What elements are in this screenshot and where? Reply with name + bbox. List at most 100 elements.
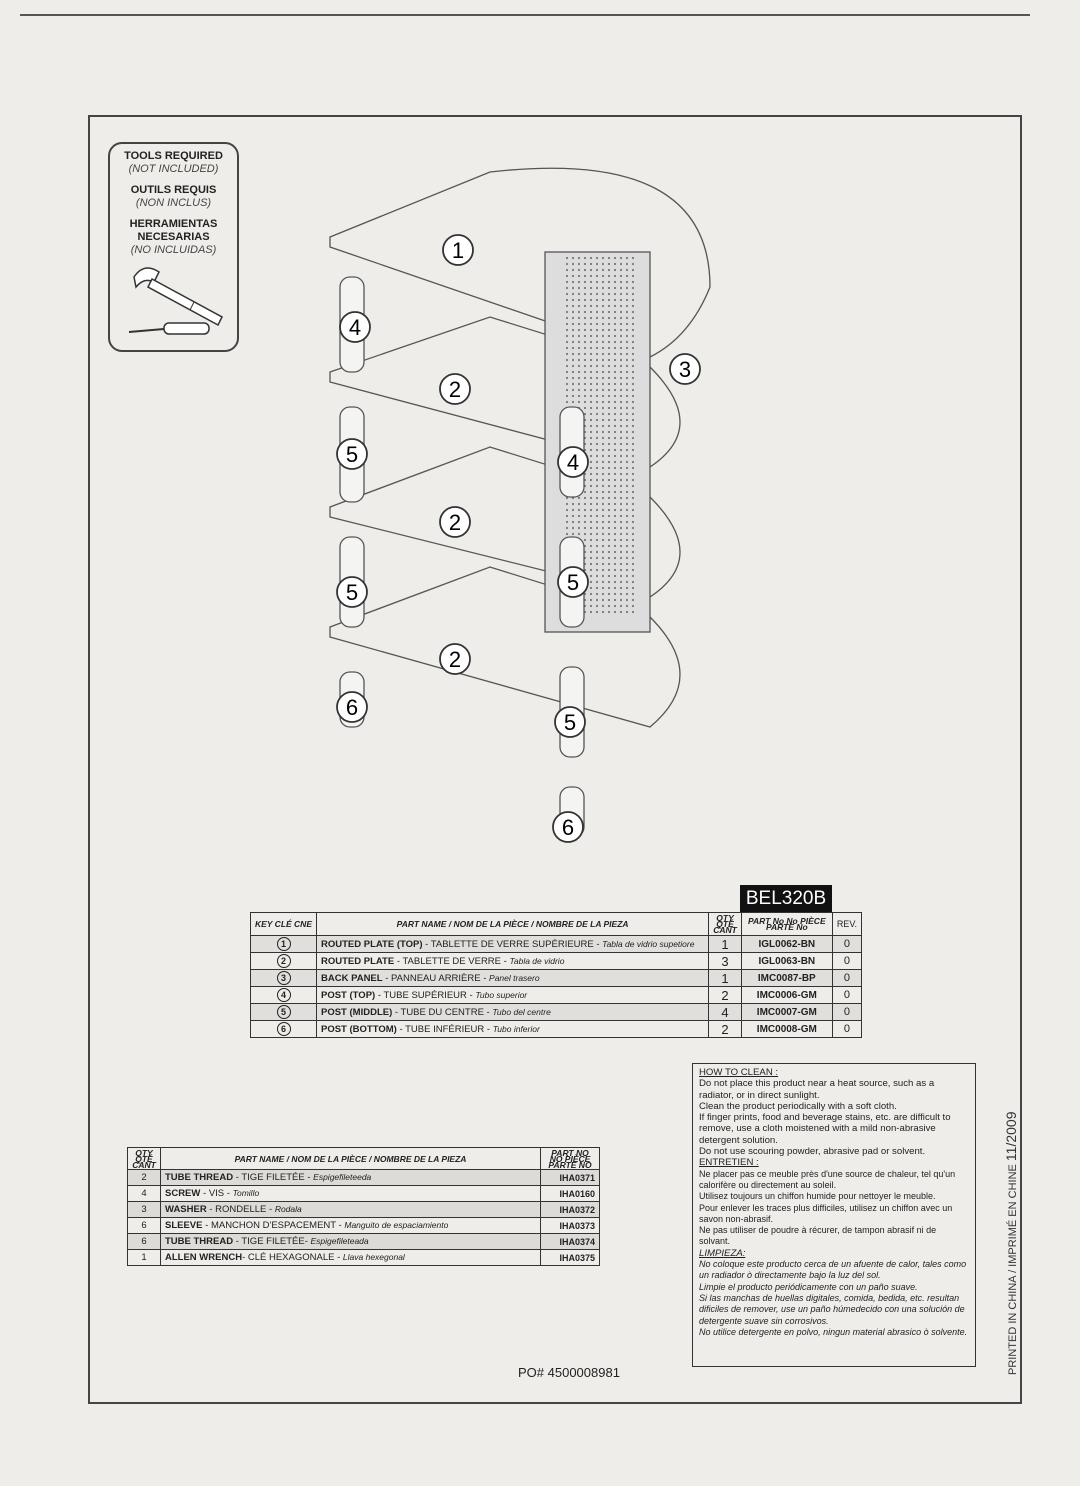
table-row: 1 ALLEN WRENCH- CLÉ HEXAGONALE - Llava h… (127, 1249, 600, 1266)
shelf-top (329, 167, 711, 358)
key-cell: 4 (250, 986, 317, 1004)
rev-cell: 0 (831, 935, 863, 953)
callout-number: 5 (567, 570, 579, 595)
hammer-screwdriver-icon (128, 267, 223, 335)
name-en: POST (BOTTOM) (321, 1023, 397, 1035)
table-row: 6 POST (BOTTOM) - TUBE INFÉRIEUR - Tubo … (250, 1020, 863, 1038)
name-es: Tabla de vidrio (509, 955, 565, 966)
clean-line-es: No coloque este producto cerca de un afu… (699, 1259, 967, 1281)
table-row: 6 SLEEVE - MANCHON D'ESPACEMENT - Mangui… (127, 1217, 600, 1234)
table-row: 3 BACK PANEL - PANNEAU ARRIÈRE - Panel t… (250, 969, 863, 987)
page-frame (88, 115, 1022, 1404)
callout-5: 5 (336, 576, 368, 608)
callout-2: 2 (439, 373, 471, 405)
rev-cell: 0 (831, 1020, 863, 1038)
part-no-cell: IGL0062-BN (740, 935, 833, 953)
clean-line-es: Limpie el producto periódicamente con un… (699, 1281, 918, 1292)
clean-line-en: Do not use scouring powder, abrasive pad… (699, 1146, 926, 1158)
table-row: 1 ROUTED PLATE (TOP) - TABLETTE DE VERRE… (250, 935, 863, 953)
name-en: SLEEVE (165, 1220, 203, 1231)
part-no-cell: IHA0160 (540, 1185, 600, 1202)
callout-number: 5 (346, 580, 358, 605)
qty-cell: 6 (127, 1233, 161, 1250)
part-name-cell: BACK PANEL - PANNEAU ARRIÈRE - Panel tra… (315, 969, 710, 987)
part-name-cell: POST (TOP) - TUBE SUPÉRIEUR - Tubo super… (315, 986, 710, 1004)
callout-1: 1 (442, 234, 474, 266)
shelf-bottom (329, 566, 681, 728)
callout-number: 4 (349, 315, 361, 340)
printed-in-note: PRINTED IN CHINA / IMPRIMÉ EN CHINE 11/2… (1003, 1112, 1019, 1376)
name-es: Tubo inferior (492, 1023, 540, 1034)
qty-cell: 2 (708, 1020, 742, 1038)
callout-4: 4 (339, 311, 371, 343)
part-name-cell: SCREW - VIS - Tomillo (160, 1185, 541, 1202)
clean-line-fr: Utilisez toujours un chiffon humide pour… (699, 1191, 936, 1202)
callout-2: 2 (439, 643, 471, 675)
qty-cell: 4 (708, 1003, 742, 1021)
tools-required-box: TOOLS REQUIRED (NOT INCLUDED) OUTILS REQ… (108, 142, 239, 352)
key-cell: 3 (250, 969, 317, 987)
callout-5: 5 (336, 438, 368, 470)
part-name-cell: WASHER - RONDELLE - Rodala (160, 1201, 541, 1218)
po-number: PO# 4500008981 (518, 1365, 620, 1380)
part-no-cell: IGL0063-BN (740, 952, 833, 970)
name-fr: - TIGE FILETÉE - (233, 1172, 314, 1183)
name-en: POST (TOP) (321, 989, 376, 1001)
name-fr: - TABLETTE DE VERRE SUPÉRIEURE - (422, 938, 603, 950)
name-fr: - TABLETTE DE VERRE - (394, 955, 510, 967)
tools-title-en: TOOLS REQUIRED (124, 150, 223, 162)
part-no-cell: IMC0006-GM (740, 986, 833, 1004)
table-row: 4 POST (TOP) - TUBE SUPÉRIEUR - Tubo sup… (250, 986, 863, 1004)
name-en: ALLEN WRENCH (165, 1252, 243, 1263)
clean-line-fr: Ne pas utiliser de poudre à récurer, de … (699, 1225, 937, 1247)
header-part-no: PART NO NO PIÈCE PARTE NO (540, 1147, 600, 1170)
rev-cell: 0 (831, 969, 863, 987)
part-name-cell: ROUTED PLATE - TABLETTE DE VERRE - Tabla… (315, 952, 710, 970)
qty-cell: 3 (708, 952, 742, 970)
header-part-name: PART NAME / NOM DE LA PIÈCE / NOMBRE DE … (160, 1147, 541, 1170)
header-qty: QTY QTÉ CANT (127, 1147, 161, 1170)
part-name-cell: SLEEVE - MANCHON D'ESPACEMENT - Manguito… (160, 1217, 541, 1234)
qty-cell: 1 (127, 1249, 161, 1266)
clean-title-fr: ENTRETIEN : (699, 1157, 759, 1169)
callout-6: 6 (552, 811, 584, 843)
header-key: KEY CLÉ CNE (250, 912, 317, 936)
qty-cell: 4 (127, 1185, 161, 1202)
part-name-cell: ROUTED PLATE (TOP) - TABLETTE DE VERRE S… (315, 935, 710, 953)
clean-line-en: Do not place this product near a heat so… (699, 1078, 935, 1101)
table-row: 5 POST (MIDDLE) - TUBE DU CENTRE - Tubo … (250, 1003, 863, 1021)
name-fr: - TUBE INFÉRIEUR - (396, 1023, 493, 1035)
tools-sub-es: (NO INCLUIDAS) (130, 244, 217, 256)
name-en: TUBE THREAD (165, 1172, 234, 1183)
clean-line-en: Clean the product periodically with a so… (699, 1100, 897, 1112)
clean-line-es: Si las manchas de huellas digitales, com… (699, 1292, 965, 1326)
clean-line-fr: Ne placer pas ce meuble près d'une sourc… (699, 1168, 956, 1190)
name-fr: - MANCHON D'ESPACEMENT - (202, 1220, 345, 1231)
callout-number: 6 (346, 695, 358, 720)
rev-cell: 0 (831, 986, 863, 1004)
qty-cell: 3 (127, 1201, 161, 1218)
part-no-cell: IHA0371 (540, 1169, 600, 1186)
name-fr: - PANNEAU ARRIÈRE - (382, 972, 490, 984)
part-name-cell: TUBE THREAD - TIGE FILETÉE - Espigefilet… (160, 1169, 541, 1186)
name-es: Panel trasero (489, 972, 540, 983)
key-cell: 6 (250, 1020, 317, 1038)
clean-line-es: No utilice detergente en polvo, ningun m… (699, 1326, 968, 1337)
part-no-cell: IHA0373 (540, 1217, 600, 1234)
key-number: 6 (276, 1022, 291, 1036)
name-en: TUBE THREAD (165, 1236, 234, 1247)
key-cell: 2 (250, 952, 317, 970)
key-number: 3 (276, 971, 291, 985)
name-es: Tubo superior (475, 989, 528, 1000)
key-number: 1 (276, 937, 291, 951)
name-en: WASHER (165, 1204, 207, 1215)
part-name-cell: POST (BOTTOM) - TUBE INFÉRIEUR - Tubo in… (315, 1020, 710, 1038)
qty-cell: 2 (127, 1169, 161, 1186)
key-number: 2 (276, 954, 291, 968)
table-row: 4 SCREW - VIS - Tomillo IHA0160 (127, 1185, 600, 1202)
tools-sub-fr: (NON INCLUS) (135, 197, 212, 209)
name-fr: - TUBE DU CENTRE - (392, 1006, 493, 1018)
model-number-label: BEL320B (740, 885, 832, 913)
cleaning-instructions: HOW TO CLEAN : Do not place this product… (692, 1063, 976, 1367)
